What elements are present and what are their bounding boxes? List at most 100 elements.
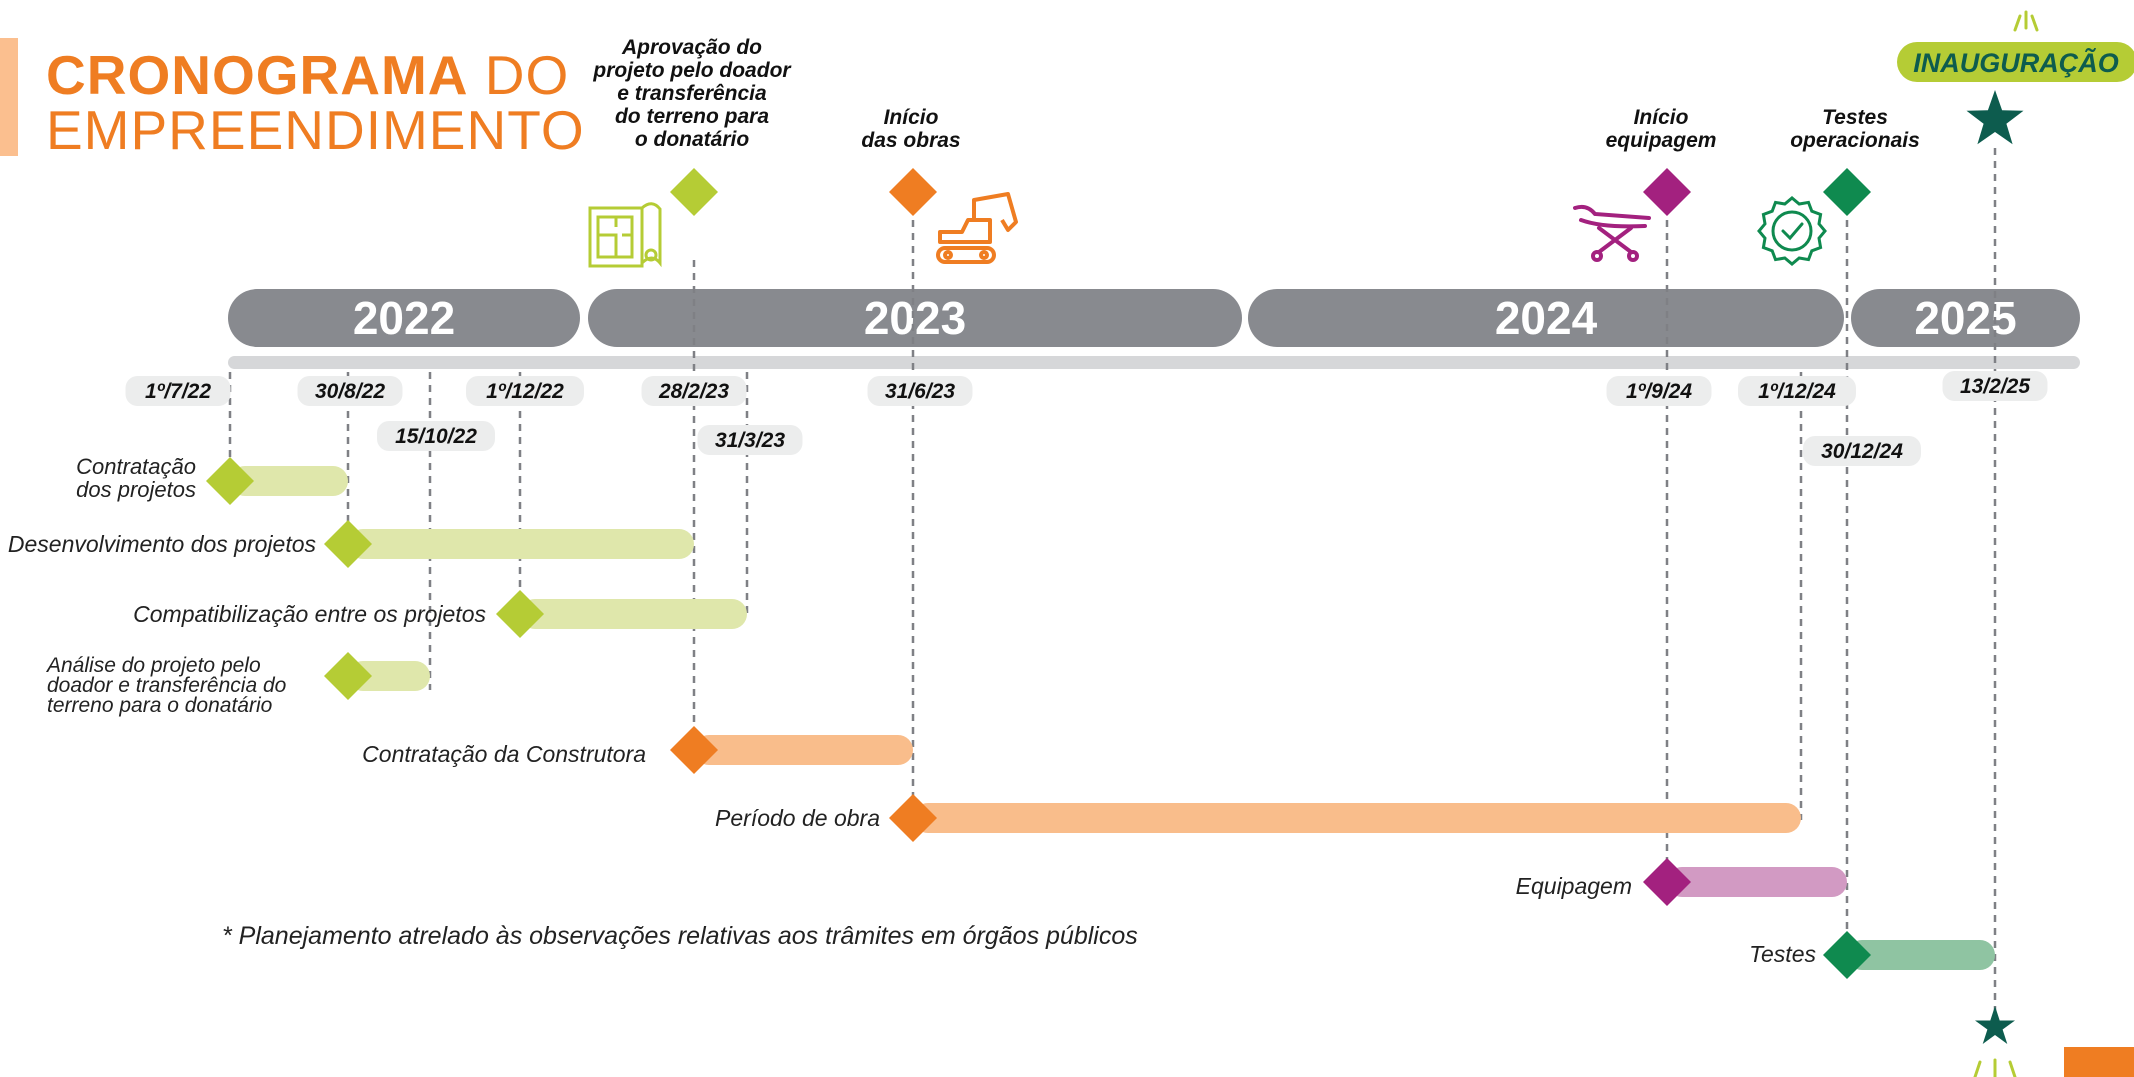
blueprint-sheet bbox=[588, 206, 644, 268]
approval-badge-icon bbox=[1757, 196, 1827, 266]
excavator-wheel bbox=[979, 250, 989, 260]
gantt-bar-testes bbox=[1847, 940, 1995, 970]
date-label: 1º/7/22 bbox=[145, 380, 211, 403]
task-label-contratacao-da-construtora: Contratação da Construtora bbox=[362, 741, 646, 767]
milestone-label-aprovacao-do-projeto-pelo-doador-e-transferencia-do-terreno-para-o-donatario: projeto pelo doador bbox=[592, 59, 792, 82]
date-label-bg bbox=[1606, 376, 1712, 406]
sparkle-line bbox=[2008, 1060, 2017, 1077]
date-label: 1º/12/22 bbox=[486, 380, 564, 403]
milestone-label-inicio-equipagem: equipagem bbox=[1606, 129, 1717, 152]
year-label-2022: 2022 bbox=[353, 292, 455, 344]
gantt-start-diamond-contratacao-da-construtora bbox=[670, 726, 718, 774]
year-label-2024: 2024 bbox=[1495, 292, 1598, 344]
gantt-bar-contratacao-dos-projetos bbox=[230, 466, 348, 496]
excavator-track bbox=[936, 246, 996, 264]
year-label-2025: 2025 bbox=[1914, 292, 2016, 344]
milestone-label-testes-operacionais: Testes bbox=[1822, 106, 1888, 129]
sparkle-line bbox=[1973, 1060, 1982, 1077]
date-label-bg bbox=[1738, 376, 1856, 406]
excavator-body bbox=[938, 218, 992, 244]
inauguration-label: INAUGURAÇÃO bbox=[1913, 47, 2119, 78]
stretcher-wheel bbox=[1591, 250, 1603, 262]
excavator-icon bbox=[936, 192, 1018, 264]
date-label: 28/2/23 bbox=[658, 380, 729, 403]
task-label-contratacao-dos-projetos: Contratação bbox=[76, 454, 196, 479]
milestone-label-aprovacao-do-projeto-pelo-doador-e-transferencia-do-terreno-para-o-donatario: do terreno para bbox=[615, 105, 769, 128]
stretcher-frame bbox=[1579, 218, 1647, 229]
date-label-bg bbox=[466, 376, 584, 406]
task-label-contratacao-dos-projetos: dos projetos bbox=[76, 477, 196, 502]
gantt-start-diamond-analise-do-projeto-pelo-doador-e-transferencia-do-terreno-para-o-donatario bbox=[324, 652, 372, 700]
year-pill-2022 bbox=[228, 289, 580, 347]
date-label-bg bbox=[377, 421, 495, 451]
gantt-bar-equipagem bbox=[1667, 867, 1847, 897]
stretcher-legs bbox=[1597, 226, 1633, 254]
title-light: DO bbox=[484, 44, 570, 106]
task-label-compatibilizacao-entre-os-projetos: Compatibilização entre os projetos bbox=[133, 601, 486, 627]
milestone-label-aprovacao-do-projeto-pelo-doador-e-transferencia-do-terreno-para-o-donatario: e transferência bbox=[617, 82, 767, 105]
date-label: 31/6/23 bbox=[885, 380, 955, 403]
badge-outline bbox=[1757, 196, 1827, 266]
task-label-analise-do-projeto-pelo-doador-e-transferencia-do-terreno-para-o-donatario: terreno para o donatário bbox=[47, 694, 273, 717]
date-label: 30/8/22 bbox=[315, 380, 385, 403]
year-pill-2024 bbox=[1248, 289, 1844, 347]
year-pill-2025 bbox=[1851, 289, 2080, 347]
date-label-bg bbox=[867, 376, 973, 406]
milestone-label-inicio-equipagem: Início bbox=[1634, 106, 1689, 129]
date-label-bg bbox=[697, 425, 803, 455]
year-pill-2023 bbox=[588, 289, 1242, 347]
excavator-wheel bbox=[943, 250, 953, 260]
gantt-bar-desenvolvimento-dos-projetos bbox=[348, 529, 694, 559]
sparkle-line bbox=[2030, 14, 2039, 32]
task-label-equipagem: Equipagem bbox=[1516, 873, 1632, 899]
task-label-periodo-de-obra: Período de obra bbox=[715, 805, 880, 831]
page-title: CRONOGRAMA DO EMPREENDIMENTO bbox=[46, 48, 585, 158]
star-icon bbox=[1966, 90, 2024, 145]
gantt-bar-contratacao-da-construtora bbox=[694, 735, 913, 765]
stretcher-bed bbox=[1573, 204, 1651, 220]
task-label-analise-do-projeto-pelo-doador-e-transferencia-do-terreno-para-o-donatario: Análise do projeto pelo bbox=[45, 654, 261, 677]
date-label: 15/10/22 bbox=[395, 425, 477, 448]
badge-check bbox=[1781, 222, 1804, 241]
corner-accent bbox=[2064, 1047, 2134, 1077]
date-label-bg bbox=[1803, 436, 1921, 466]
footnote: * Planejamento atrelado às observações r… bbox=[222, 922, 1138, 950]
star-icon bbox=[1975, 1006, 2015, 1044]
task-label-desenvolvimento-dos-projetos: Desenvolvimento dos projetos bbox=[8, 531, 317, 557]
stretcher-icon bbox=[1573, 204, 1651, 262]
year-label-2023: 2023 bbox=[864, 292, 966, 344]
milestone-label-aprovacao-do-projeto-pelo-doador-e-transferencia-do-terreno-para-o-donatario: Aprovação do bbox=[621, 36, 762, 59]
left-accent-bar bbox=[0, 38, 18, 156]
milestone-diamond-aprovacao-do-projeto-pelo-doador-e-transferencia-do-terreno-para-o-donatario bbox=[670, 168, 718, 216]
gantt-start-diamond-desenvolvimento-dos-projetos bbox=[324, 520, 372, 568]
milestone-diamond-testes-operacionais bbox=[1823, 168, 1871, 216]
gantt-start-diamond-testes bbox=[1823, 931, 1871, 979]
date-label: 1º/12/24 bbox=[1758, 380, 1836, 403]
gantt-bar-analise-do-projeto-pelo-doador-e-transferencia-do-terreno-para-o-donatario bbox=[348, 661, 430, 691]
milestone-label-testes-operacionais: operacionais bbox=[1790, 129, 1920, 152]
gantt-start-diamond-equipagem bbox=[1643, 858, 1691, 906]
badge-inner bbox=[1771, 210, 1813, 252]
blueprint-plan bbox=[596, 215, 634, 259]
milestone-diamond-inicio-equipagem bbox=[1643, 168, 1691, 216]
milestone-label-aprovacao-do-projeto-pelo-doador-e-transferencia-do-terreno-para-o-donatario: o donatário bbox=[635, 128, 750, 151]
blueprint-icon bbox=[588, 202, 662, 268]
excavator-arm bbox=[972, 192, 1018, 232]
title-second-line: EMPREENDIMENTO bbox=[46, 99, 585, 161]
milestone-label-inicio-das-obras: das obras bbox=[861, 129, 960, 152]
date-label: 30/12/24 bbox=[1821, 440, 1903, 463]
date-label-bg bbox=[641, 376, 747, 406]
task-label-testes: Testes bbox=[1749, 941, 1816, 967]
date-label-bg bbox=[1942, 371, 2048, 401]
gantt-start-diamond-compatibilizacao-entre-os-projetos bbox=[496, 590, 544, 638]
gantt-start-diamond-periodo-de-obra bbox=[889, 794, 937, 842]
blueprint-dot bbox=[644, 248, 658, 262]
title-bold: CRONOGRAMA bbox=[46, 44, 469, 106]
milestone-label-inicio-das-obras: Início bbox=[884, 106, 939, 129]
stretcher-wheel bbox=[1627, 250, 1639, 262]
timeline-rail bbox=[228, 356, 2080, 369]
date-label-bg bbox=[297, 376, 403, 406]
task-label-analise-do-projeto-pelo-doador-e-transferencia-do-terreno-para-o-donatario: doador e transferência do bbox=[47, 674, 287, 697]
